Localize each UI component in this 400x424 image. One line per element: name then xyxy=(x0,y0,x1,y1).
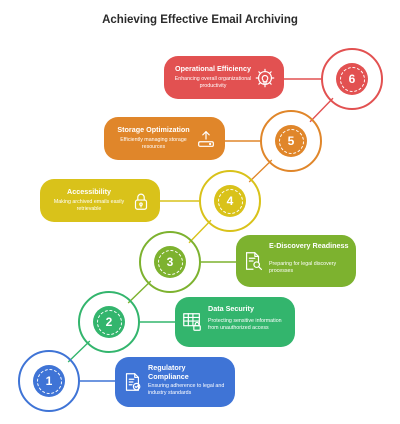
step-title: Operational Efficiency xyxy=(175,64,251,73)
document-search-icon xyxy=(242,250,264,272)
step-description: Making archived emails easily retrievabl… xyxy=(53,199,125,212)
diagram-title: Achieving Effective Email Archiving xyxy=(102,14,298,26)
step-number-dashed-ring xyxy=(96,309,122,335)
step-description: Efficiently managing storage resources xyxy=(120,137,187,150)
step-number-dashed-ring xyxy=(157,249,183,275)
step-ring xyxy=(139,231,201,293)
step-ring xyxy=(18,350,80,412)
step-number-dashed-ring xyxy=(339,66,365,92)
step-description: Preparing for legal discovery processes xyxy=(269,261,337,274)
step-number-dashed-ring xyxy=(36,368,62,394)
spreadsheet-lock-icon xyxy=(181,311,203,333)
step-ring xyxy=(321,48,383,110)
step-ring xyxy=(78,291,140,353)
step-number-dashed-ring xyxy=(217,188,243,214)
step-ring xyxy=(199,170,261,232)
step-title: Regulatory Compliance xyxy=(148,363,189,381)
step-description: Protecting sensitive information from un… xyxy=(208,318,282,331)
step-description: Ensuring adherence to legal and industry… xyxy=(148,383,225,396)
step-number-dashed-ring xyxy=(278,128,304,154)
padlock-icon xyxy=(130,190,152,212)
step-title: Storage Optimization xyxy=(117,125,190,134)
step-ring xyxy=(260,110,322,172)
step-title: Data Security xyxy=(208,304,254,313)
step-title: Accessibility xyxy=(67,187,111,196)
step-description: Enhancing overall organizational product… xyxy=(174,76,252,89)
gear-bulb-icon xyxy=(254,67,276,89)
document-check-icon xyxy=(121,371,143,393)
step-title: E-Discovery Readiness xyxy=(269,241,349,250)
upload-drive-icon xyxy=(195,128,217,150)
